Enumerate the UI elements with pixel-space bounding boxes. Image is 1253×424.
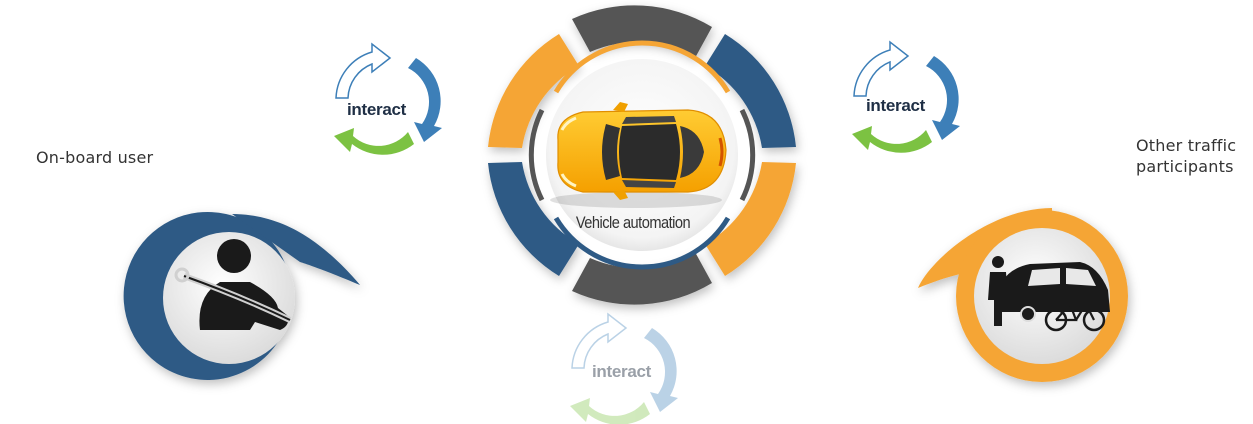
interact-label-bottom: interact bbox=[592, 362, 652, 381]
ring-segment-top-right bbox=[705, 34, 796, 148]
outer-ring bbox=[488, 5, 796, 305]
ring-segment-top-left bbox=[488, 34, 579, 148]
ring-segment-bottom bbox=[572, 252, 712, 305]
ring-segment-top bbox=[572, 5, 712, 58]
interact-label-left: interact bbox=[347, 100, 407, 119]
other-traffic-participants-label: Other traffic participants bbox=[1136, 135, 1236, 177]
ring-segment-right bbox=[705, 162, 796, 276]
interact-cycle-right bbox=[852, 40, 960, 153]
on-board-user-label: On-board user bbox=[36, 148, 154, 167]
interact-cycle-left bbox=[334, 42, 442, 155]
interact-cycle-bottom bbox=[570, 312, 678, 424]
inner-ring bbox=[528, 40, 756, 270]
vehicle-automation-label: Vehicle automation bbox=[575, 213, 691, 232]
car-top-view-icon bbox=[550, 102, 727, 208]
seatbelt-passenger-icon bbox=[174, 239, 292, 330]
vehicle-automation-hub bbox=[488, 5, 796, 305]
interact-label-right: interact bbox=[866, 96, 926, 115]
pedestrian-car-bicycle-icon bbox=[988, 256, 1110, 332]
ring-segment-bottom-left bbox=[488, 162, 579, 276]
other-traffic-line2: participants bbox=[1136, 157, 1234, 176]
other-traffic-line1: Other traffic bbox=[1136, 136, 1237, 155]
